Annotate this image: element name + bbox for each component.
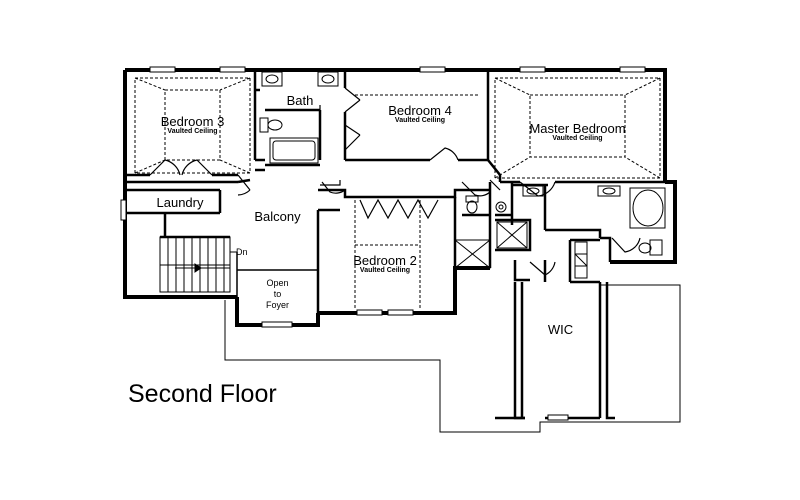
room-bedroom-4: Bedroom 4 <box>388 103 452 118</box>
room-bedroom-4-ceiling: Vaulted Ceiling <box>394 117 446 124</box>
windows <box>120 66 646 421</box>
doors <box>149 87 641 276</box>
room-bedroom-3: Bedroom 3 <box>160 114 225 129</box>
room-bath: Bath <box>286 93 314 108</box>
open-to-foyer-line-2: to <box>273 289 282 299</box>
room-bedroom-3-ceiling: Vaulted Ceiling <box>167 128 218 135</box>
balcony-railing <box>236 252 318 297</box>
room-balcony: Balcony <box>254 209 301 224</box>
open-to-foyer-line-1: Open <box>266 278 289 288</box>
room-bedroom-2-ceiling: Vaulted Ceiling <box>359 267 411 274</box>
room-master-bedroom: Master Bedroom <box>529 121 626 136</box>
room-laundry: Laundry <box>156 195 204 210</box>
room-master-bedroom-ceiling: Vaulted Ceiling <box>552 135 603 142</box>
outline-lines <box>224 284 681 433</box>
open-to-foyer-label: Open to Foyer <box>255 278 300 311</box>
vaulted-ceiling-lines <box>134 77 661 310</box>
stairs <box>159 236 237 293</box>
stairs-down-label: Dn <box>236 247 248 257</box>
plumbing-fixtures <box>259 71 666 279</box>
room-wic: WIC <box>547 322 574 337</box>
room-bedroom-2: Bedroom 2 <box>353 253 417 268</box>
open-to-foyer-line-3: Foyer <box>265 300 289 310</box>
floor-title: Second Floor <box>128 380 277 408</box>
